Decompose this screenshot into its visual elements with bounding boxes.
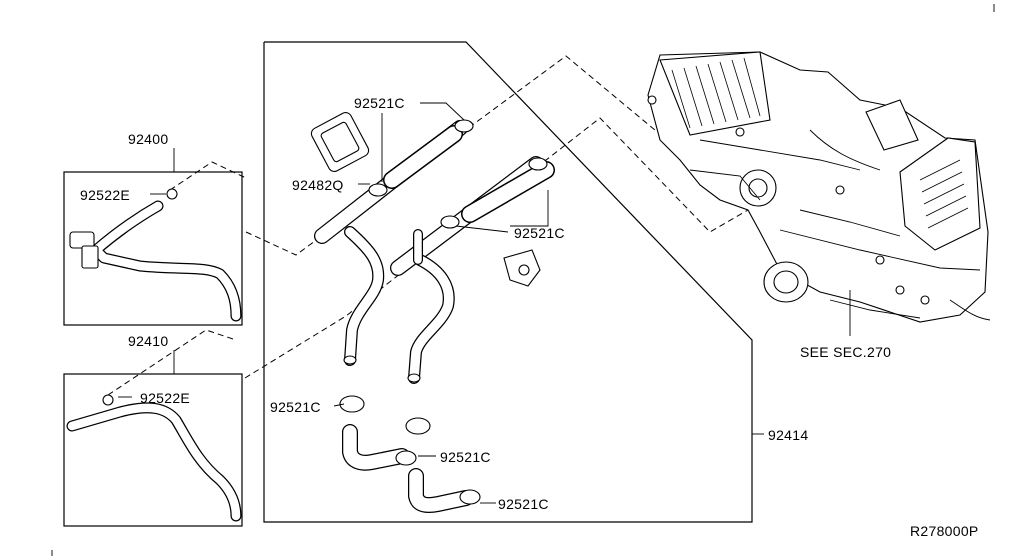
label-92410: 92410 — [128, 333, 168, 349]
label-see-sec-270: SEE SEC.270 — [800, 344, 891, 360]
heater-unit-illustration — [647, 51, 991, 323]
hose-92410 — [66, 394, 242, 522]
label-92521C-upper: 92521C — [354, 95, 405, 111]
assembly-92414-frame — [263, 41, 753, 523]
drawing-code: R278000P — [910, 523, 979, 539]
label-92400: 92400 — [128, 131, 168, 147]
label-92522E-rear: 92522E — [140, 390, 190, 406]
hose-92400-frame — [63, 171, 243, 326]
label-92521C-lower-mid: 92521C — [440, 449, 491, 465]
hose-92400 — [69, 188, 242, 322]
label-92522E-front: 92522E — [80, 187, 130, 203]
label-92521C-bottom: 92521C — [498, 496, 549, 512]
corner-marks — [51, 4, 995, 556]
leader-lines — [118, 102, 851, 504]
hose-92410-frame — [63, 373, 243, 527]
label-92521C-right: 92521C — [514, 225, 565, 241]
label-92414: 92414 — [768, 427, 808, 443]
label-92482Q: 92482Q — [292, 177, 344, 193]
assembly-92414-parts — [310, 112, 555, 513]
part-labels: 92400 92522E 92410 92522E 92521C 92482Q … — [80, 95, 979, 539]
seal-92482Q-part — [310, 112, 370, 172]
label-92521C-lower-left: 92521C — [270, 399, 321, 415]
